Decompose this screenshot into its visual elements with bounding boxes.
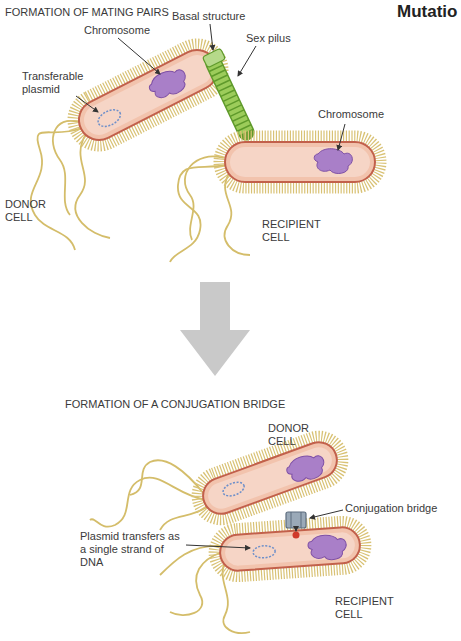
cell-label: DONOR CELL [268, 422, 320, 448]
leader-line [76, 96, 98, 112]
leader-line [118, 38, 160, 74]
part-label: Basal structure [172, 10, 282, 23]
chromosome [314, 149, 352, 174]
part-label: Sex pilus [246, 32, 326, 45]
part-label: Chromosome [318, 108, 408, 121]
leader-lines [186, 510, 343, 548]
cell-body [225, 142, 375, 182]
chromosome [284, 450, 328, 486]
part-label: Chromosome [84, 24, 174, 37]
cell-label: RECIPIENT CELL [335, 595, 407, 621]
section-heading: FORMATION OF A CONJUGATION BRIDGE [65, 398, 365, 411]
flagellum [31, 128, 82, 250]
leader-line [310, 510, 343, 518]
part-label: Plasmid transfers as a single strand of … [80, 530, 184, 570]
process-arrow [180, 282, 250, 376]
leader-line [186, 545, 250, 548]
bridge-detail [301, 512, 302, 528]
pili-fringe [64, 35, 232, 155]
recipient-cell [219, 136, 381, 188]
cytoplasm [204, 444, 335, 513]
basal-structure [202, 48, 225, 68]
part-label: Conjugation bridge [345, 502, 457, 515]
pili-fringe [219, 136, 381, 188]
donor-cell [64, 35, 232, 155]
plasmid [95, 106, 123, 129]
cell-label: DONOR CELL [5, 198, 57, 224]
flagellum [90, 478, 206, 527]
leader-line [338, 124, 345, 150]
cell-body [198, 437, 342, 519]
conjugation-bridge [286, 512, 306, 528]
cytoplasm [224, 531, 355, 566]
leader-lines [76, 24, 345, 150]
flagellum [160, 546, 220, 575]
sex-pilus [214, 64, 246, 132]
flagellum [170, 552, 222, 615]
flagellum [185, 156, 224, 240]
cytoplasm [230, 147, 370, 177]
leader-line [210, 24, 213, 50]
cell-body [219, 526, 361, 572]
cell-label: RECIPIENT CELL [262, 218, 334, 244]
part-label: Transferable plasmid [22, 70, 88, 96]
flagellum [170, 165, 226, 262]
page-heading: Mutatio [397, 2, 461, 22]
flagella [90, 460, 208, 530]
plasmid [221, 480, 246, 499]
sex-pilus-outline [214, 64, 246, 132]
chromosome [146, 64, 191, 103]
chromosome [307, 534, 347, 561]
bridge-detail [291, 512, 292, 528]
leader-line [238, 46, 256, 76]
plasmid [253, 545, 276, 559]
transfer-arrow [296, 528, 297, 531]
cell-body [72, 43, 224, 147]
transfer-dot [293, 532, 300, 539]
